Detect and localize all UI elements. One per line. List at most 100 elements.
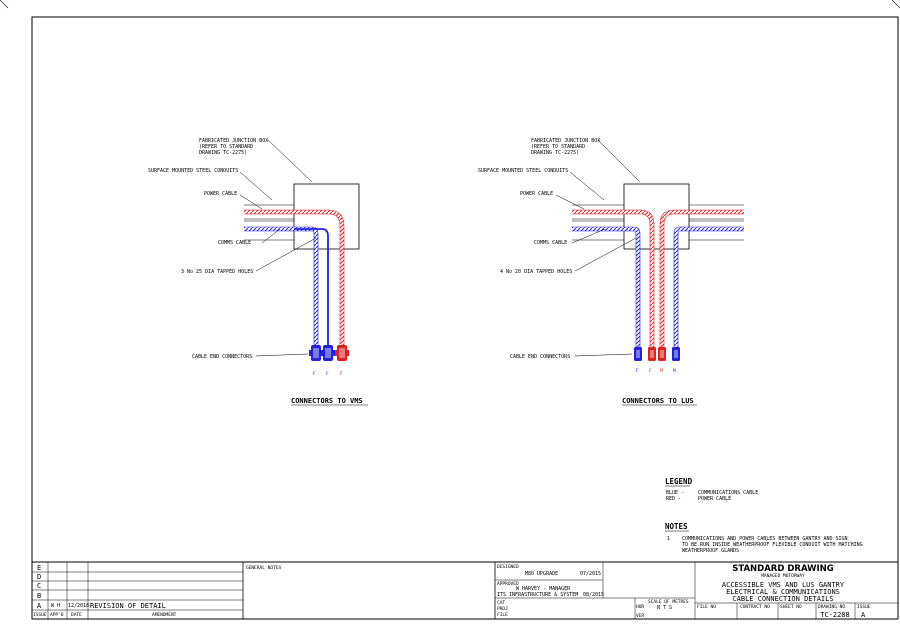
lus-diagram: FABRICATED JUNCTION BOX (REFER TO STANDA… <box>478 138 744 406</box>
drawing-title-1: ACCESSIBLE VMS AND LUS GANTRY <box>722 581 845 589</box>
designed-date: 07/2015 <box>580 571 601 577</box>
notes-number: 1 <box>667 536 670 542</box>
revision-issue: B <box>37 592 41 600</box>
lus-label-junction-box-1: FABRICATED JUNCTION BOX <box>531 138 600 144</box>
lus-connector-letter: M <box>660 368 663 374</box>
sheet-border <box>31 16 899 620</box>
lus-connector <box>634 347 642 361</box>
scale-label: SCALE OF METRES <box>648 599 689 605</box>
lus-label-junction-box-2: (REFER TO STANDARD <box>531 144 585 150</box>
title-strip: E D C B A W H 12/2018 REVISION OF DETAIL… <box>32 561 898 619</box>
vms-label-comms-cable: COMMS CABLE <box>218 240 251 246</box>
sheet-no-label: SHEET NO <box>780 604 802 610</box>
drawing-title-2: ELECTRICAL & COMMUNICATIONS <box>726 588 840 596</box>
approved-value: W HARVEY - MANAGER <box>516 586 571 592</box>
lus-connector <box>658 347 666 361</box>
lus-label-end-connectors: CABLE END CONNECTORS <box>510 354 570 360</box>
file-label: FILE <box>497 612 508 618</box>
lus-junction-box <box>623 183 690 250</box>
revision-issue: C <box>37 582 41 590</box>
legend-key-red: RED - <box>666 496 681 502</box>
legend-heading: LEGEND <box>665 477 693 486</box>
notes-line-1: COMMUNICATIONS AND POWER CABLES BETWEEN … <box>682 536 848 542</box>
standard-drawing-heading: STANDARD DRAWING <box>732 564 834 574</box>
proj-label: PROJ <box>497 606 508 612</box>
hor-label: HOR <box>636 604 644 610</box>
vms-connector <box>309 345 323 361</box>
vms-label-power-cable: POWER CABLE <box>204 191 237 197</box>
revision-header-issue: ISSUE <box>33 612 47 618</box>
vms-diagram: FABRICATED JUNCTION BOX (REFER TO STANDA… <box>148 138 368 406</box>
vms-label-junction-box-3: DRAWING TC-2275) <box>199 150 247 156</box>
issue-label: ISSUE <box>857 604 871 610</box>
scale-value: N T S <box>657 605 672 611</box>
approval-block: DESIGNED M80 UPGRADE 07/2015 APPROVED W … <box>494 562 604 619</box>
designed-label: DESIGNED <box>497 564 519 570</box>
lus-power-cable-left <box>572 210 654 350</box>
lus-connector <box>672 347 680 361</box>
vms-connector-letter: F <box>313 371 316 377</box>
legend: LEGEND BLUE - COMMUNICATIONS CABLE RED -… <box>665 477 758 502</box>
drawing-no-label: DRAWING NO <box>818 604 845 610</box>
vms-label-end-connectors: CABLE END CONNECTORS <box>192 354 252 360</box>
designed-value: M80 UPGRADE <box>525 571 558 577</box>
revision-header-amendment: AMENDMENT <box>152 612 177 618</box>
notes-heading: NOTES <box>665 522 688 531</box>
notes: NOTES 1 COMMUNICATIONS AND POWER CABLES … <box>665 522 863 554</box>
vms-label-conduits: SURFACE MOUNTED STEEL CONDUITS <box>148 168 238 174</box>
issue-value: A <box>861 611 866 619</box>
lus-label-power-cable: POWER CABLE <box>520 191 553 197</box>
lus-connector <box>648 347 656 361</box>
title-block: STANDARD DRAWING MANAGED MOTORWAY ACCESS… <box>694 562 898 619</box>
revision-header-date: DATE <box>71 612 82 618</box>
file-no-label: FILE NO <box>697 604 716 610</box>
corner-mark <box>891 0 900 9</box>
lus-connector-letter: M <box>673 368 676 374</box>
lus-label-holes: 4 No 20 DIA TAPPED HOLES <box>500 269 572 275</box>
revision-date: 12/2018 <box>68 603 89 609</box>
legend-key-blue: BLUE - <box>666 490 684 496</box>
revision-issue: D <box>37 573 41 581</box>
revision-issue: E <box>37 564 41 572</box>
corner-mark <box>0 0 9 9</box>
lus-label-comms-cable: COMMS CABLE <box>534 240 567 246</box>
legend-value-blue: COMMUNICATIONS CABLE <box>698 490 758 496</box>
vms-connector-letter: F <box>326 371 329 377</box>
vms-connector <box>335 345 349 361</box>
ver-label: VER <box>636 613 644 619</box>
contract-no-label: CONTRACT NO <box>740 604 770 610</box>
general-notes-label: GENERAL NOTES <box>246 565 282 571</box>
vms-junction-box <box>293 183 360 250</box>
vms-comms-cable-2 <box>294 228 329 350</box>
approved-date: 08/2015 <box>583 592 604 598</box>
vms-power-cable <box>244 210 344 350</box>
approved-label: APPROVED <box>497 581 519 587</box>
lus-comms-cable-right <box>674 227 744 350</box>
lus-power-cable-right <box>660 210 744 350</box>
revision-header-appd: APP'D <box>50 612 64 618</box>
notes-line-2: TO BE RUN INSIDE WEATHERPROOF FLEXIBLE C… <box>682 542 863 548</box>
lus-label-conduits: SURFACE MOUNTED STEEL CONDUITS <box>478 168 568 174</box>
vms-connector <box>321 345 335 361</box>
vms-comms-cable-1 <box>244 227 318 350</box>
cat-label: CAT <box>497 600 505 606</box>
vms-label-holes: 3 No 25 DIA TAPPED HOLES <box>181 269 253 275</box>
vms-label-junction-box-2: (REFER TO STANDARD <box>199 144 253 150</box>
vms-label-junction-box-1: FABRICATED JUNCTION BOX <box>199 138 268 144</box>
notes-line-3: WEATHERPROOF GLANDS <box>682 548 739 554</box>
standard-drawing-subheading: MANAGED MOTORWAY <box>761 573 805 579</box>
lus-connector-letter: F <box>649 368 652 374</box>
lus-label-junction-box-3: DRAWING TC-2275) <box>531 150 579 156</box>
scale-block: SCALE OF METRES N T S HOR VER <box>603 597 696 619</box>
revision-issue: A <box>37 602 42 610</box>
revision-table: E D C B A W H 12/2018 REVISION OF DETAIL… <box>32 562 244 619</box>
vms-title: CONNECTORS TO VMS <box>291 397 363 405</box>
lus-connector-letter: F <box>636 368 639 374</box>
legend-value-red: POWER CABLE <box>698 496 731 502</box>
revision-appd: W H <box>51 603 60 609</box>
lus-comms-cable-left <box>572 227 640 350</box>
vms-connector-letter: F <box>340 371 343 377</box>
revision-amendment: REVISION OF DETAIL <box>90 602 166 610</box>
approved-org: ITS INFRASTRUCTURE & SYSTEM <box>497 592 578 598</box>
